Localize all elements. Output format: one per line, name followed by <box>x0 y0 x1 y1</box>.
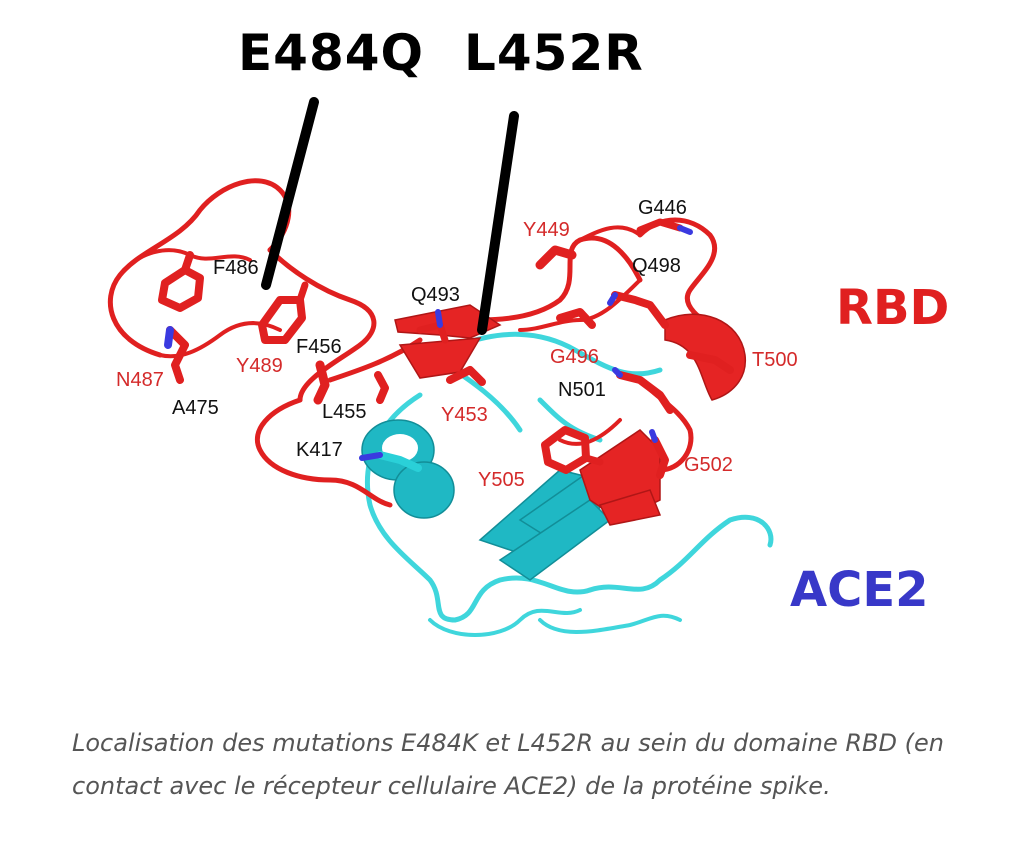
mutation-label-e484q: E484Q <box>238 24 425 82</box>
residue-label-a475: A475 <box>172 397 219 419</box>
residue-label-y505: Y505 <box>478 469 525 491</box>
mutation-pointers <box>261 97 519 335</box>
residue-label-t500: T500 <box>752 349 798 371</box>
residue-label-k417: K417 <box>296 439 343 461</box>
residue-label-y449: Y449 <box>523 219 570 241</box>
residue-label-f456: F456 <box>296 336 342 358</box>
rbd-ace2-ribbon-diagram <box>107 97 774 637</box>
residue-label-g502: G502 <box>684 454 733 476</box>
residue-label-y453: Y453 <box>441 404 488 426</box>
side-chains <box>158 218 734 479</box>
l452r-pointer <box>477 111 519 335</box>
mutation-label-l452r: L452R <box>464 24 644 82</box>
residue-label-g446: G446 <box>638 197 687 219</box>
figure-caption: Localisation des mutations E484K et L452… <box>72 729 944 800</box>
residue-label-q498: Q498 <box>632 255 681 277</box>
residue-label-q493: Q493 <box>411 284 460 306</box>
residue-label-y489: Y489 <box>236 355 283 377</box>
residue-label-n487: N487 <box>116 369 164 391</box>
residue-label-f486: F486 <box>213 257 259 279</box>
domain-label-ace2: ACE2 <box>790 562 929 618</box>
domain-label-rbd: RBD <box>836 280 950 336</box>
residue-label-n501: N501 <box>558 379 606 401</box>
residue-label-l455: L455 <box>322 401 367 423</box>
protein-structure-figure: E484Q L452R RBD ACE2 F486 N487 A475 Y489… <box>107 24 950 637</box>
e484q-pointer <box>261 97 319 290</box>
residue-label-g496: G496 <box>550 346 599 368</box>
